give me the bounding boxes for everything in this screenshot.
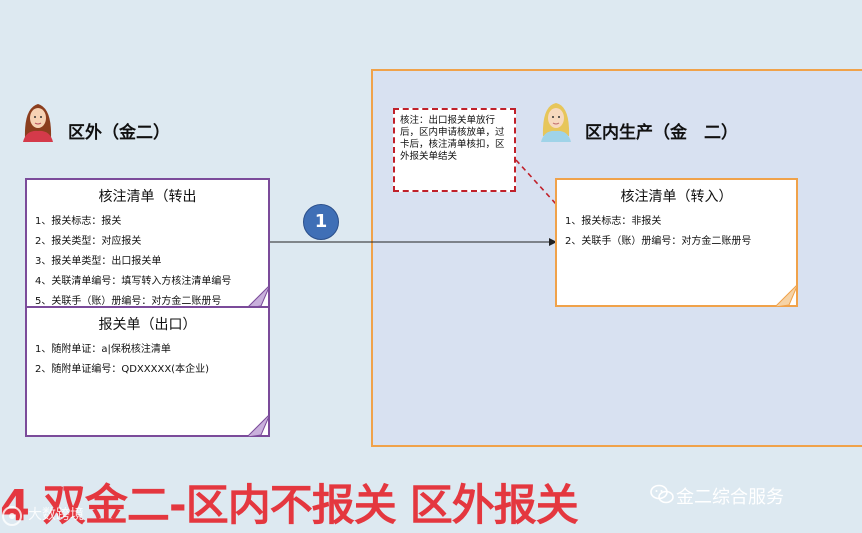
checklist-out-line: 3、报关单类型：出口报关单: [27, 252, 268, 272]
outside-zone-title: 区外（金二）: [68, 118, 170, 143]
declaration-out-title: 报关单（出口）: [27, 314, 268, 334]
declaration-out-card: 报关单（出口） 1、随附单证：a|保税核注清单 2、随附单证编号：QDXXXXX…: [25, 306, 270, 437]
woman-brown-hair-icon: [20, 98, 56, 142]
declaration-out-line: 2、随附单证编号：QDXXXXX(本企业): [27, 360, 268, 380]
checklist-out-card: 核注清单（转出 1、报关标志：报关 2、报关类型：对应报关 3、报关单类型：出口…: [25, 178, 270, 308]
clearance-note: 核注：出口报关单放行后，区内申请核放单，过卡后，核注清单核扣，区外报关单结关: [393, 108, 516, 192]
note-callout-line: [516, 160, 556, 204]
inside-zone-title: 区内生产（金 二）: [585, 118, 738, 143]
checklist-out-title: 核注清单（转出: [27, 186, 268, 206]
step-badge: 1: [303, 204, 339, 240]
page-curl-icon: [247, 414, 270, 437]
checklist-out-line: 4、关联清单编号：填写转入方核注清单编号: [27, 272, 268, 292]
declaration-out-line: 1、随附单证：a|保税核注清单: [27, 340, 268, 360]
wechat-icon: [650, 484, 674, 504]
checklist-in-card: 核注清单（转入） 1、报关标志：非报关 2、关联手（账）册编号：对方金二账册号: [555, 178, 798, 307]
watermark-text: 大数跨境: [28, 504, 84, 524]
checklist-in-line: 1、报关标志：非报关: [557, 212, 796, 232]
brand-label: 金二综合服务: [676, 483, 784, 509]
checklist-in-line: 2、关联手（账）册编号：对方金二账册号: [557, 232, 796, 252]
page-curl-icon: [247, 285, 270, 308]
watermark-logo-icon: [0, 505, 24, 527]
checklist-in-title: 核注清单（转入）: [557, 186, 796, 206]
checklist-out-line: 2、报关类型：对应报关: [27, 232, 268, 252]
checklist-out-line: 1、报关标志：报关: [27, 212, 268, 232]
woman-blonde-hair-icon: [538, 98, 574, 142]
slide-caption: 4 双金二-区内不报关 区外报关: [0, 471, 578, 533]
page-curl-icon: [775, 284, 798, 307]
